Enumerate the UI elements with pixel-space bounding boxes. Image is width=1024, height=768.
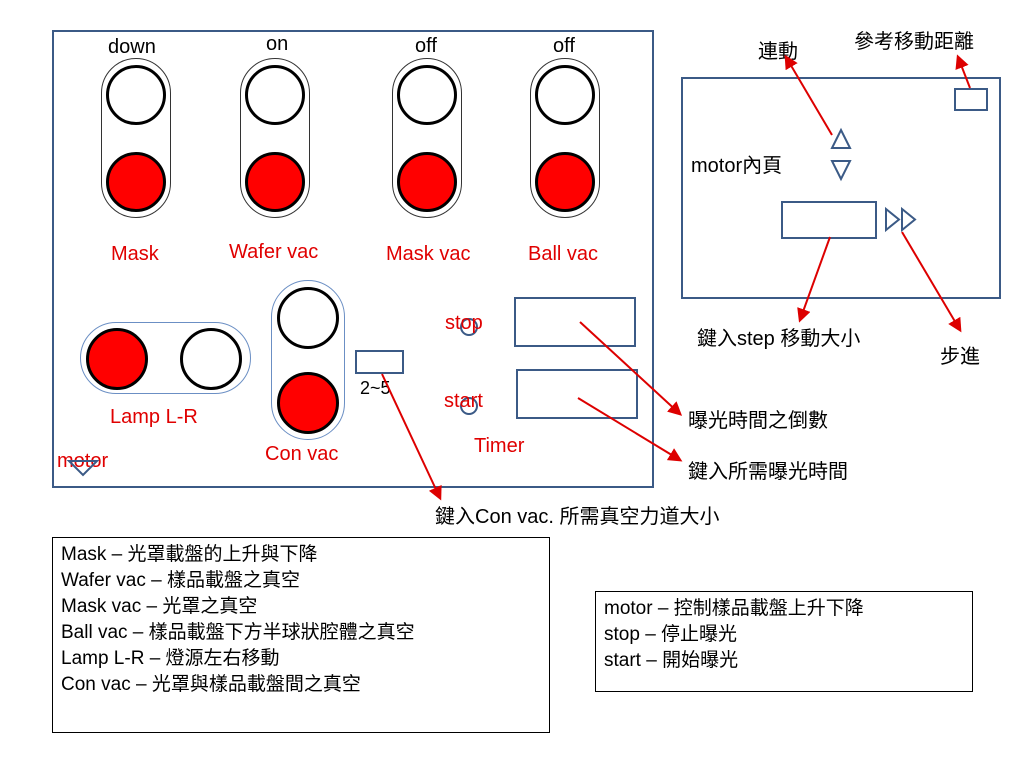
step-input-label: 鍵入step 移動大小 bbox=[697, 328, 861, 350]
arrow-step-input bbox=[797, 236, 831, 323]
legend-left-item: Mask vac – 光罩之真空 bbox=[61, 596, 258, 617]
arrow-enter-con-vac bbox=[381, 373, 442, 501]
con-vac-input[interactable] bbox=[355, 350, 404, 374]
stop-button[interactable] bbox=[460, 318, 478, 336]
enter-con-vac-annotation: 鍵入Con vac. 所需真空力道大小 bbox=[435, 506, 720, 528]
legend-right: motor – 控制樣品載盤上升下降 stop – 停止曝光 start – 開… bbox=[595, 591, 973, 692]
arrow-ref-distance bbox=[955, 54, 971, 89]
con-vac-off-lamp[interactable] bbox=[277, 372, 339, 434]
motor-up-icon[interactable] bbox=[830, 127, 852, 149]
exposure-time-input[interactable] bbox=[516, 369, 638, 419]
arrow-link bbox=[784, 54, 833, 136]
mask-vac-label: Mask vac bbox=[386, 243, 471, 265]
mask-up-lamp[interactable] bbox=[106, 65, 166, 125]
con-vac-label: Con vac bbox=[265, 443, 339, 465]
arrow-step-forward bbox=[901, 231, 962, 333]
lamp-right-lamp[interactable] bbox=[180, 328, 242, 390]
arrow-countdown bbox=[579, 321, 683, 416]
legend-right-item: start – 開始曝光 bbox=[604, 650, 739, 671]
motor-down-icon[interactable] bbox=[830, 160, 852, 182]
motor-down-icon[interactable] bbox=[66, 460, 100, 477]
wafer-vac-label: Wafer vac bbox=[229, 241, 319, 263]
range-label: 2~5 bbox=[360, 378, 391, 398]
legend-left-item: Con vac – 光罩與樣品載盤間之真空 bbox=[61, 674, 361, 695]
legend-left-item: Wafer vac – 樣品載盤之真空 bbox=[61, 570, 300, 591]
arrow-enter-exposure bbox=[577, 397, 683, 462]
lamp-left-lamp[interactable] bbox=[86, 328, 148, 390]
con-vac-on-lamp[interactable] bbox=[277, 287, 339, 349]
countdown-annotation: 曝光時間之倒數 bbox=[688, 410, 828, 432]
mask-label: Mask bbox=[111, 243, 159, 265]
ball-vac-off-lamp[interactable] bbox=[535, 152, 595, 212]
step-forward-icon[interactable] bbox=[885, 206, 901, 233]
mask-state-label: down bbox=[108, 36, 156, 58]
enter-exposure-annotation: 鍵入所需曝光時間 bbox=[688, 461, 848, 483]
control-panel bbox=[52, 30, 654, 488]
mask-vac-on-lamp[interactable] bbox=[397, 65, 457, 125]
step-forward-icon[interactable] bbox=[901, 206, 917, 233]
legend-left: Mask – 光罩載盤的上升與下降 Wafer vac – 樣品載盤之真空 Ma… bbox=[52, 537, 550, 733]
legend-left-item: Mask – 光罩載盤的上升與下降 bbox=[61, 544, 318, 565]
ball-vac-label: Ball vac bbox=[528, 243, 599, 265]
start-button[interactable] bbox=[460, 397, 478, 415]
step-forward-label: 步進 bbox=[940, 346, 980, 368]
timer-label: Timer bbox=[474, 435, 525, 457]
countdown-display bbox=[514, 297, 636, 347]
stop-label: stop bbox=[445, 312, 483, 334]
ref-distance-label: 參考移動距離 bbox=[854, 31, 974, 53]
motor-inner-page bbox=[681, 77, 1001, 299]
ref-distance-display bbox=[954, 88, 988, 111]
legend-left-item: Ball vac – 樣品載盤下方半球狀腔體之真空 bbox=[61, 622, 415, 643]
start-label: start bbox=[444, 390, 483, 412]
lamp-lr-label: Lamp L-R bbox=[110, 406, 198, 428]
mask-down-lamp[interactable] bbox=[106, 152, 166, 212]
legend-right-item: stop – 停止曝光 bbox=[604, 624, 738, 645]
ball-vac-on-lamp[interactable] bbox=[535, 65, 595, 125]
wafer-vac-off-lamp[interactable] bbox=[245, 152, 305, 212]
mask-vac-state-label: off bbox=[415, 35, 437, 57]
legend-left-item: Lamp L-R – 燈源左右移動 bbox=[61, 648, 280, 669]
motor-page-title: motor內頁 bbox=[691, 155, 783, 177]
wafer-vac-on-lamp[interactable] bbox=[245, 65, 305, 125]
wafer-vac-state-label: on bbox=[266, 33, 289, 55]
ball-vac-state-label: off bbox=[553, 35, 575, 57]
mask-vac-off-lamp[interactable] bbox=[397, 152, 457, 212]
legend-right-item: motor – 控制樣品載盤上升下降 bbox=[604, 598, 864, 619]
